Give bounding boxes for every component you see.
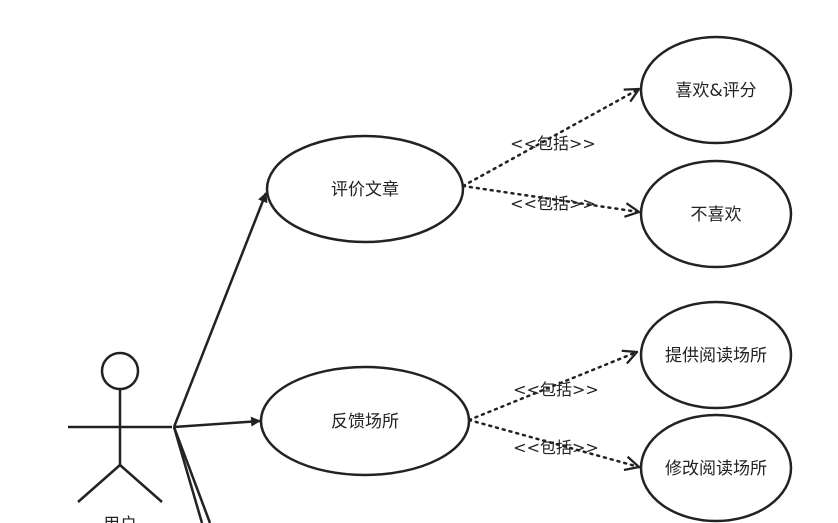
include-label-3: <<包括>> xyxy=(513,380,599,399)
include-line-like-rate xyxy=(461,87,639,188)
use-case-like-rate-label: 喜欢&评分 xyxy=(675,81,756,101)
actor-label: 用户 xyxy=(103,515,137,523)
association-feedback xyxy=(173,416,261,429)
include-line-modify-venue xyxy=(467,418,639,467)
use-case-provide-venue xyxy=(639,300,793,410)
use-case-evaluate-label: 评价文章 xyxy=(331,180,399,200)
include-label-4: <<包括>> xyxy=(513,438,599,457)
include-line-provide-venue xyxy=(467,352,637,422)
actor-right-leg xyxy=(119,464,163,503)
include-label-1: <<包括>> xyxy=(510,134,596,153)
actor-left-leg xyxy=(77,464,121,503)
include-label-2: <<包括>> xyxy=(510,194,596,213)
use-case-modify-venue-label: 修改阅读场所 xyxy=(665,459,767,479)
use-cases xyxy=(259,35,793,523)
include-relations xyxy=(461,87,639,467)
include-line-dislike xyxy=(461,184,639,212)
use-case-evaluate xyxy=(265,134,465,244)
use-case-modify-venue xyxy=(639,413,793,523)
use-case-like-rate xyxy=(639,35,793,145)
use-case-dislike-label: 不喜欢 xyxy=(691,205,742,225)
association-offscreen-2 xyxy=(172,426,212,523)
use-case-feedback xyxy=(259,365,471,477)
association-evaluate xyxy=(172,192,268,428)
actor-user xyxy=(68,351,172,503)
associations xyxy=(172,192,268,523)
use-case-provide-venue-label: 提供阅读场所 xyxy=(665,346,767,366)
use-case-dislike xyxy=(639,159,793,269)
use-case-feedback-label: 反馈场所 xyxy=(331,412,399,432)
actor-head xyxy=(100,351,140,391)
